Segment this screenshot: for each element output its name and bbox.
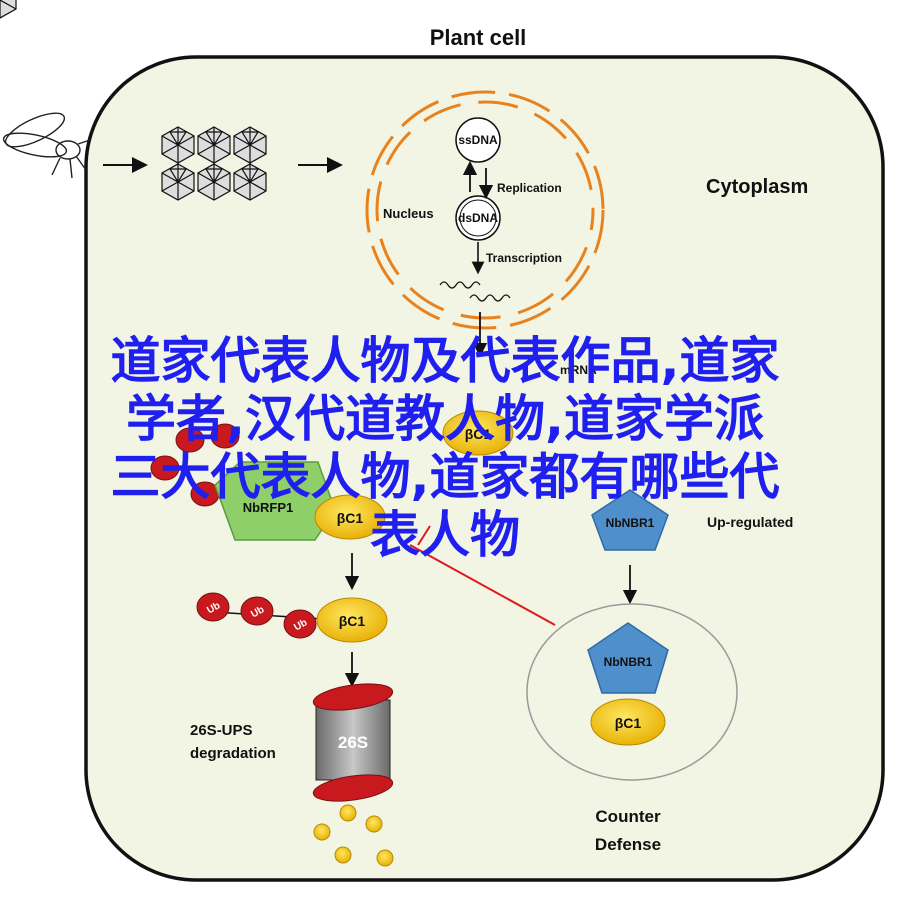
ub-1: Ub	[196, 592, 230, 622]
inhibition-bar	[417, 525, 431, 546]
inhibition-line	[409, 544, 556, 626]
ub-3: Ub	[283, 609, 317, 639]
nbnbr1-bottom: NbNBR1	[587, 622, 669, 694]
svg-text:βC1: βC1	[339, 613, 366, 629]
counter-defense-line1: Counter	[595, 807, 661, 826]
whitefly-icon	[2, 112, 91, 179]
cytoplasm-label: Cytoplasm	[706, 176, 808, 198]
svg-text:NbNBR1: NbNBR1	[606, 516, 655, 530]
mrna-squiggle-2	[469, 294, 511, 302]
overlay-line-2: 学者,汉代道教人物,道家学派	[126, 390, 764, 448]
dsdna-circle: dsDNA	[455, 195, 501, 241]
overlay-text-block: 道家代表人物及代表作品,道家 学者,汉代道教人物,道家学派 三大代表人物,道家都…	[30, 332, 860, 564]
diagram-title: Plant cell	[430, 25, 527, 50]
svg-text:dsDNA: dsDNA	[458, 211, 498, 225]
transcription-label: Transcription	[486, 251, 562, 265]
svg-text:βC1: βC1	[615, 715, 642, 731]
ub-cluster-left	[150, 423, 240, 507]
proteasome-26s: 26S	[312, 683, 394, 802]
bc1-top: βC1	[442, 410, 514, 456]
svg-text:NbNBR1: NbNBR1	[604, 655, 653, 669]
svg-text:NbRFP1: NbRFP1	[243, 500, 294, 515]
svg-text:βC1: βC1	[465, 426, 492, 442]
bc1-mid: βC1	[314, 494, 386, 540]
bc1-bottom: βC1	[590, 698, 666, 746]
mrna-squiggle-1	[439, 281, 481, 289]
svg-text:ssDNA: ssDNA	[458, 133, 498, 147]
ub-chain: Ub Ub Ub	[196, 592, 341, 639]
replication-label: Replication	[497, 181, 562, 195]
counter-defense-compartment	[526, 603, 738, 781]
cell-wall	[84, 55, 885, 882]
mrna-label: mRNA	[560, 363, 597, 377]
bc1-ubiquitinated: βC1	[316, 597, 388, 643]
svg-text:βC1: βC1	[337, 510, 364, 526]
overlay-line-4: 表人物	[370, 506, 520, 564]
ups-label-line1: 26S-UPS	[190, 722, 253, 739]
svg-text:26S: 26S	[338, 733, 368, 752]
virus-particles-icon	[0, 0, 267, 201]
degraded-fragments	[313, 804, 394, 867]
nucleus-label: Nucleus	[383, 206, 434, 221]
ub-2: Ub	[240, 596, 274, 626]
overlay-line-3: 三大代表人物,道家都有哪些代	[110, 448, 780, 506]
overlay-line-1: 道家代表人物及代表作品,道家	[110, 332, 780, 390]
up-regulated-label: Up-regulated	[707, 514, 793, 530]
counter-defense-line2: Defense	[595, 835, 661, 854]
nuclear-envelope	[365, 90, 605, 330]
ssdna-circle: ssDNA	[455, 117, 501, 163]
nbnbr1-top: NbNBR1	[591, 489, 669, 551]
ups-label-line2: degradation	[190, 745, 276, 762]
